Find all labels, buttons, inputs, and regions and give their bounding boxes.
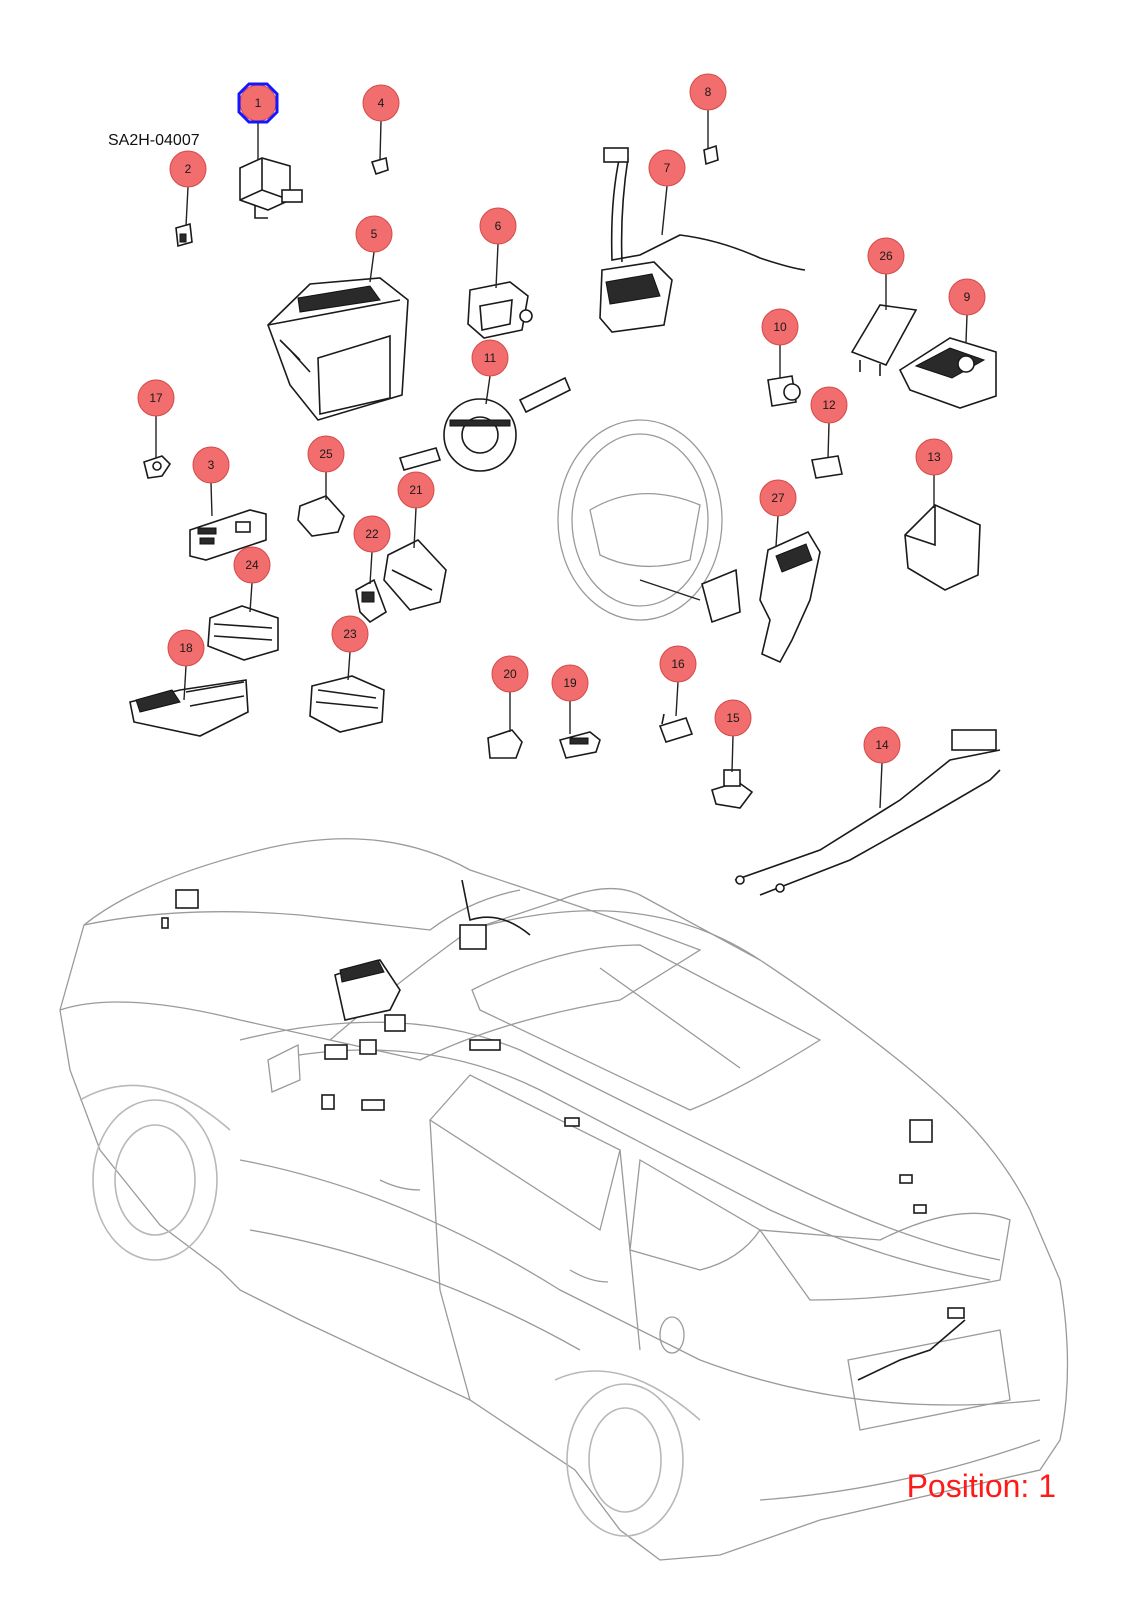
callout-number: 24 [245,558,259,572]
part-23-drawing [309,675,385,733]
callout-number: 4 [378,96,385,110]
callout-1[interactable]: 1 [237,82,279,124]
part-9-drawing [898,337,997,409]
part-24-drawing [207,605,279,661]
callout-2[interactable]: 2 [169,150,207,188]
callout-18[interactable]: 18 [167,629,205,667]
vehicle-installed-parts [161,879,966,1381]
callout-number: 7 [664,161,671,175]
part-21-drawing [383,539,447,611]
part-3-drawing [189,509,267,561]
callout-number: 6 [495,219,502,233]
diagram-code: SA2H-04007 [108,132,200,149]
part-18-drawing [129,679,249,737]
part-15-drawing [711,769,754,809]
callout-number: 20 [503,667,517,681]
callout-25[interactable]: 25 [307,435,345,473]
part-7-drawing [599,147,806,333]
callout-number: 10 [773,320,787,334]
callout-20[interactable]: 20 [491,655,529,693]
part-2-drawing [175,222,193,248]
callout-number: 22 [365,527,379,541]
part-6-drawing [467,281,533,339]
part-19-drawing [558,731,601,759]
callout-number: 17 [149,391,163,405]
callout-24[interactable]: 24 [233,546,271,584]
position-label: Position: 1 [906,1468,1056,1504]
part-17-drawing [143,455,172,479]
callout-10[interactable]: 10 [761,308,799,346]
part-10-drawing [767,375,801,407]
callout-7[interactable]: 7 [648,149,686,187]
callout-number: 9 [964,290,971,304]
callout-number: 18 [179,641,193,655]
part-16-drawing [658,713,694,743]
callout-number: 12 [822,398,836,412]
callout-21[interactable]: 21 [397,471,435,509]
part-13-drawing [904,504,981,591]
callout-4[interactable]: 4 [362,84,400,122]
vehicle-outline [59,838,1069,1561]
callout-number: 11 [484,351,497,365]
part-1-drawing [239,157,303,219]
callout-12[interactable]: 12 [810,386,848,424]
part-27-drawing [557,419,821,664]
part-4-drawing [370,156,389,176]
callout-27[interactable]: 27 [759,479,797,517]
callout-number: 27 [771,491,785,505]
callout-number: 21 [409,483,423,497]
callout-9[interactable]: 9 [948,278,986,316]
callout-number: 8 [705,85,712,99]
callout-11[interactable]: 11 [471,339,509,377]
callout-number: 25 [319,447,333,461]
part-14-drawing [734,729,1001,896]
callout-6[interactable]: 6 [479,207,517,245]
callout-5[interactable]: 5 [355,215,393,253]
part-12-drawing [811,455,843,479]
part-25-drawing [297,495,345,537]
leader-lines [155,110,968,809]
part-11-drawing [398,376,572,472]
callout-22[interactable]: 22 [353,515,391,553]
callout-13[interactable]: 13 [915,438,953,476]
callout-8[interactable]: 8 [689,73,727,111]
callout-26[interactable]: 26 [867,237,905,275]
part-20-drawing [487,729,523,759]
callout-number: 26 [879,249,893,263]
callout-number: 16 [671,657,685,671]
part-22-drawing [355,578,387,624]
callout-number: 23 [343,627,357,641]
callout-number: 3 [208,458,215,472]
callout-number: 5 [371,227,378,241]
callout-15[interactable]: 15 [714,699,752,737]
callout-17[interactable]: 17 [137,379,175,417]
selected-outline [237,82,279,124]
callout-number: 2 [185,162,192,176]
callouts: 1 2 3 4 5 6 7 8 [137,73,986,764]
callout-14[interactable]: 14 [863,726,901,764]
callout-number: 13 [927,450,941,464]
callout-19[interactable]: 19 [551,664,589,702]
part-5-drawing [267,277,409,421]
callout-number: 19 [563,676,577,690]
callout-23[interactable]: 23 [331,615,369,653]
callout-number: 1 [255,96,262,110]
part-8-drawing [703,144,719,166]
callout-number: 14 [875,738,889,752]
callout-3[interactable]: 3 [192,446,230,484]
part-26-drawing [850,304,918,376]
callout-number: 15 [726,711,740,725]
callout-16[interactable]: 16 [659,645,697,683]
